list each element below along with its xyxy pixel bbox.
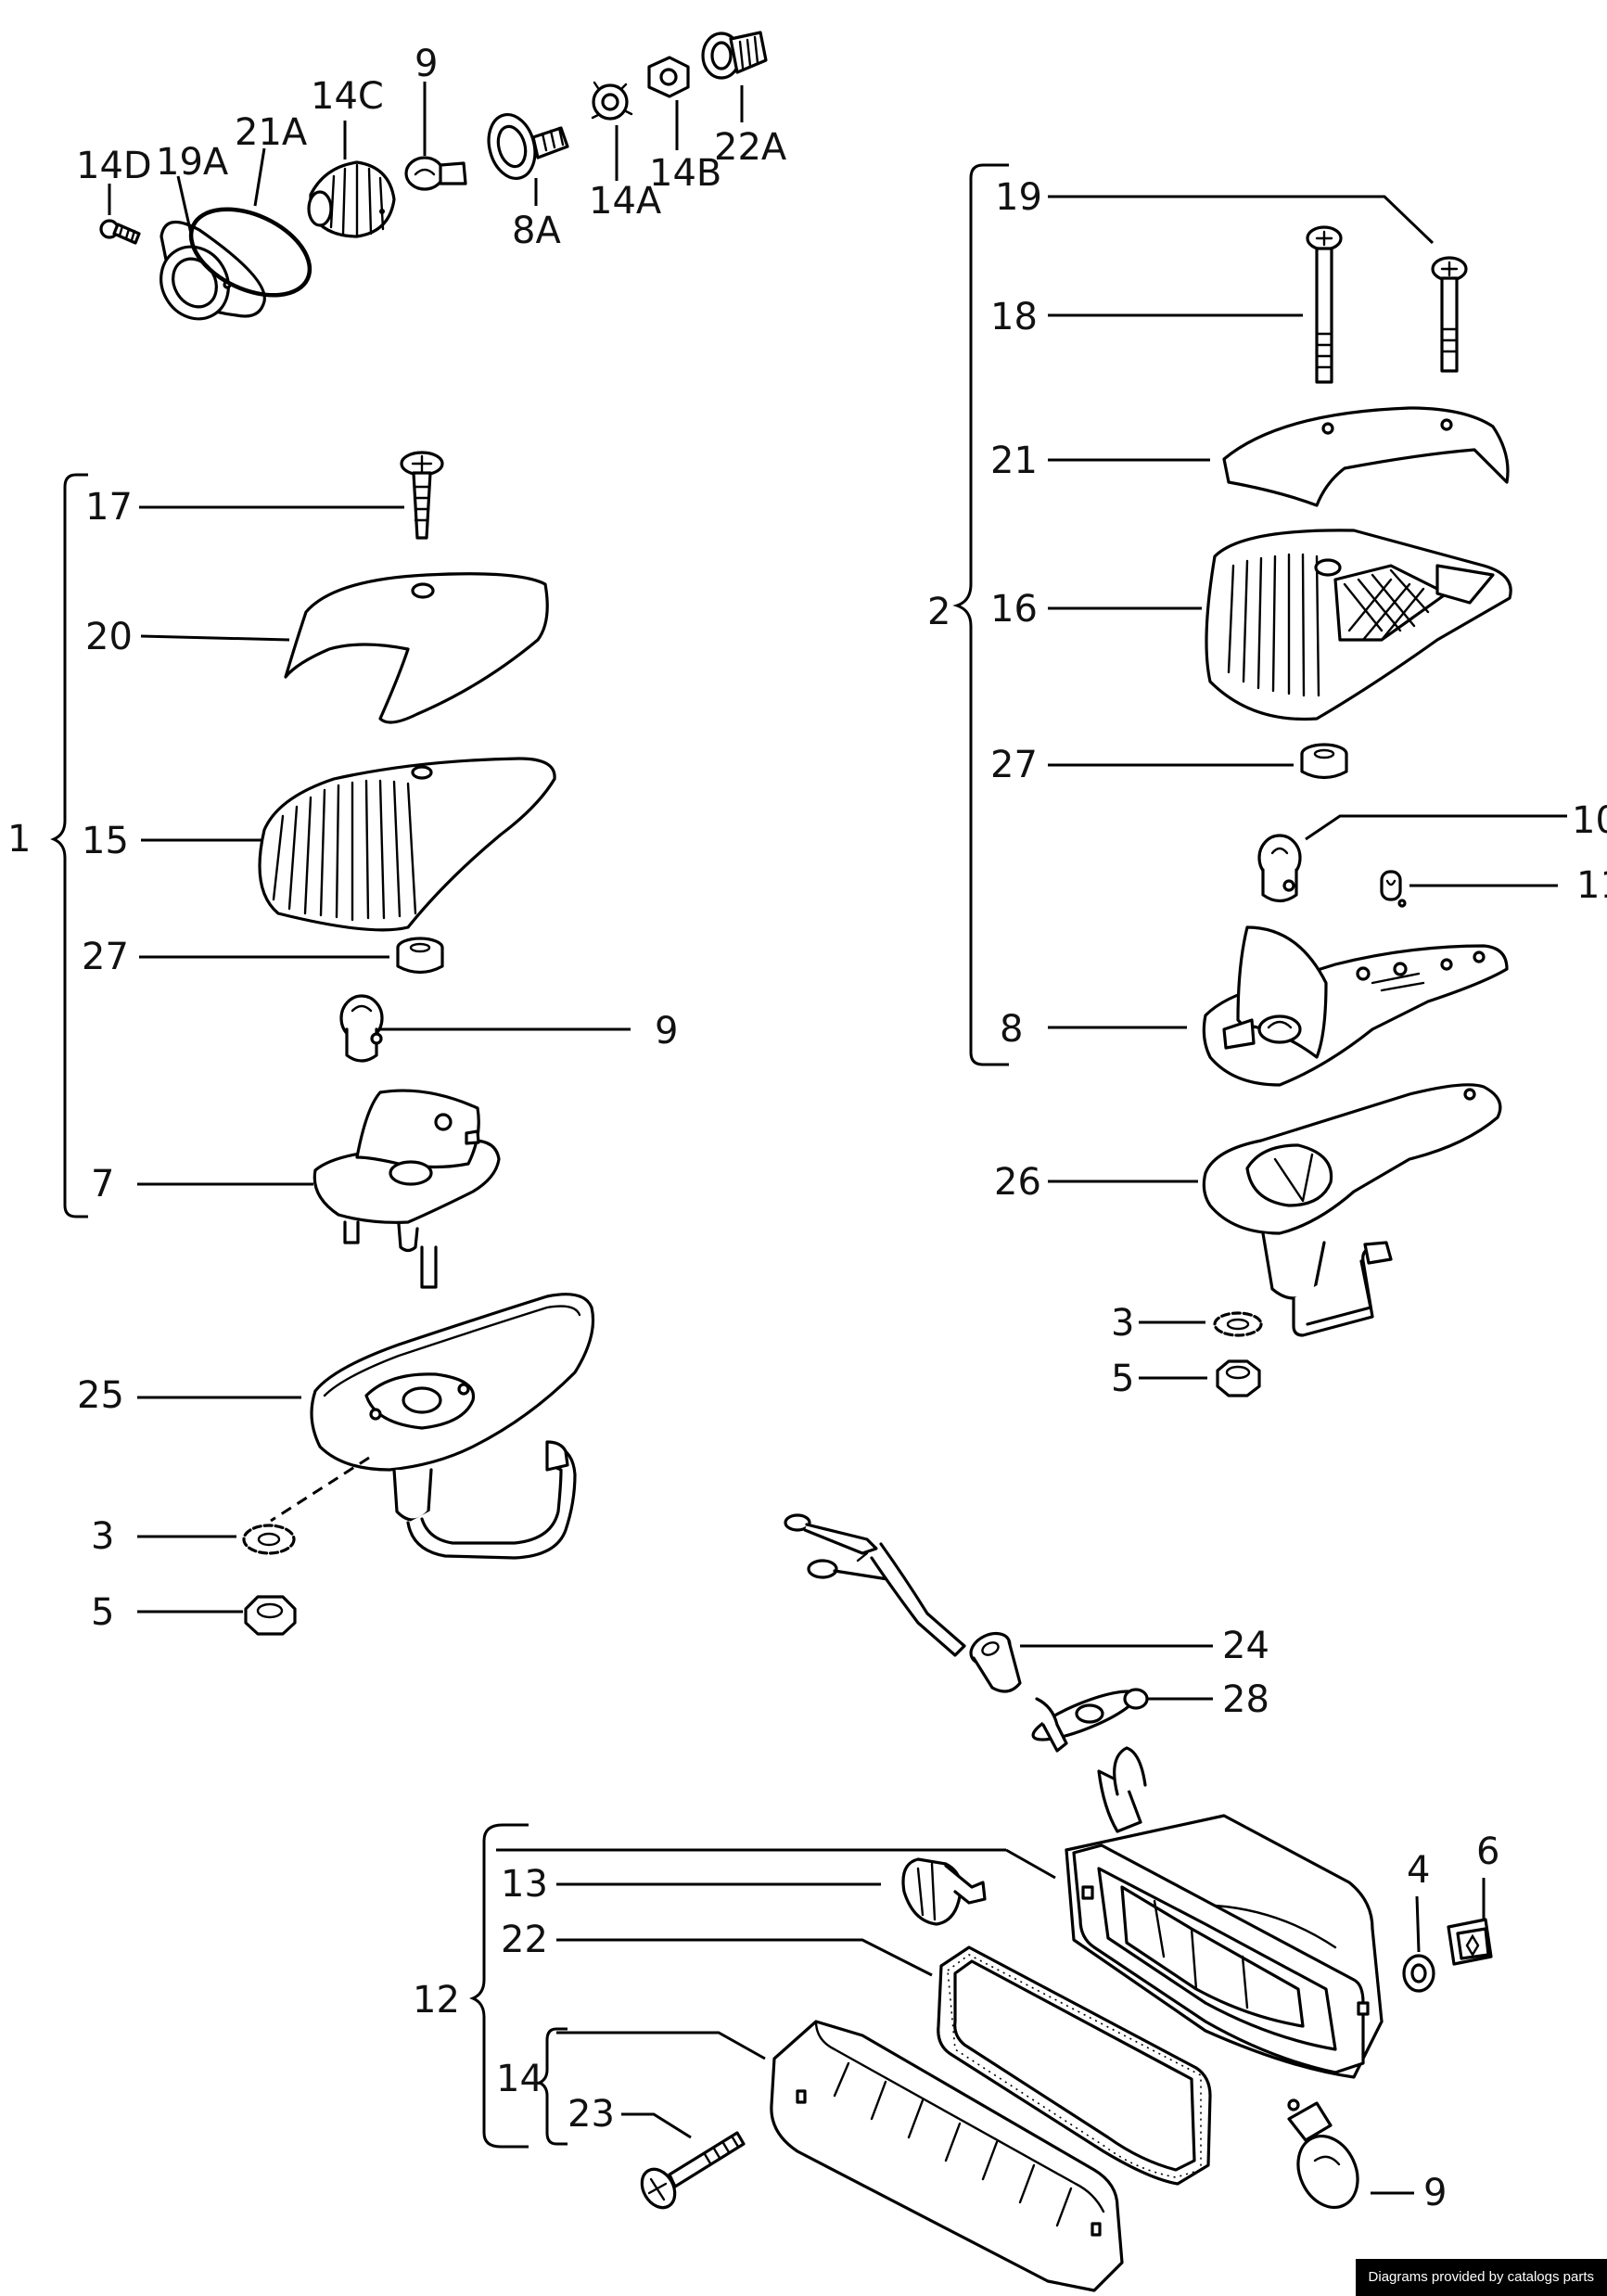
part-8a-socket xyxy=(487,113,569,180)
label-9-top: 9 xyxy=(415,43,438,85)
part-13-clip xyxy=(901,1857,987,1926)
label-5-left: 5 xyxy=(91,1591,114,1634)
part-9-small-bulb xyxy=(404,156,467,191)
label-3-right: 3 xyxy=(1111,1302,1134,1345)
part-5-nut-right xyxy=(1216,1359,1261,1397)
part-10-bulb xyxy=(1257,834,1302,903)
left-lamp-parts xyxy=(242,451,595,1636)
right-lamp-parts xyxy=(1202,225,1512,1397)
part-3-lockwasher-left xyxy=(242,1524,296,1555)
part-14-lens xyxy=(770,2020,1124,2292)
bottom-lamp-parts xyxy=(640,1513,1493,2292)
part-27-grommet-left xyxy=(396,937,444,975)
top-small-lamp-group xyxy=(99,31,768,321)
part-16-lens xyxy=(1205,529,1512,721)
label-14: 14 xyxy=(496,2058,543,2100)
part-20-cover xyxy=(284,572,549,724)
label-3-left: 3 xyxy=(91,1515,114,1558)
label-17: 17 xyxy=(85,486,133,529)
part-12-housing xyxy=(1065,1746,1384,2079)
part-14a-lockwasher xyxy=(591,81,633,121)
label-23: 23 xyxy=(568,2093,615,2136)
label-22a: 22A xyxy=(714,126,787,169)
part-19a-housing xyxy=(159,221,266,321)
label-16: 16 xyxy=(990,588,1038,631)
part-3-lockwasher-right xyxy=(1213,1311,1263,1337)
part-22a-grommet xyxy=(701,31,768,80)
part-7-lamp-holder xyxy=(312,1089,501,1289)
part-8-lamp-holder xyxy=(1202,925,1509,1087)
label-10: 10 xyxy=(1572,799,1607,842)
part-18-screw xyxy=(1306,225,1343,384)
label-25: 25 xyxy=(77,1374,124,1417)
part-23-screw xyxy=(640,2131,746,2210)
wire-terminals xyxy=(784,1513,966,1657)
label-19: 19 xyxy=(995,176,1042,219)
label-8: 8 xyxy=(1000,1008,1023,1051)
part-9-bulb-left xyxy=(339,994,384,1063)
label-26: 26 xyxy=(994,1161,1041,1204)
part-25-base xyxy=(310,1293,595,1560)
label-21a: 21A xyxy=(235,111,308,154)
label-27-left: 27 xyxy=(82,936,129,978)
part-27-grommet-right xyxy=(1300,743,1348,780)
label-14b: 14B xyxy=(649,152,721,195)
label-7: 7 xyxy=(91,1163,114,1205)
label-24: 24 xyxy=(1222,1625,1269,1667)
part-9-bulb-bottom xyxy=(1287,2098,1359,2210)
label-14d: 14D xyxy=(76,145,152,187)
label-18: 18 xyxy=(990,296,1038,338)
footer-credit: Diagrams provided by catalogs parts xyxy=(1355,2259,1607,2296)
part-6-clip xyxy=(1447,1918,1493,1966)
label-4: 4 xyxy=(1407,1849,1430,1892)
label-9-bottom: 9 xyxy=(1423,2172,1447,2214)
label-1: 1 xyxy=(7,818,31,861)
label-6: 6 xyxy=(1476,1830,1499,1873)
part-14d-screw xyxy=(99,219,141,245)
part-15-lens xyxy=(258,757,556,932)
label-28: 28 xyxy=(1222,1678,1269,1721)
label-27-right: 27 xyxy=(990,744,1038,786)
label-14a: 14A xyxy=(589,180,662,223)
label-21: 21 xyxy=(990,440,1038,482)
part-11-bulb xyxy=(1380,870,1407,908)
part-22-gasket xyxy=(937,1945,1212,2186)
label-8a: 8A xyxy=(512,210,561,252)
part-14c-lens xyxy=(307,160,396,238)
label-12: 12 xyxy=(413,1979,460,2022)
label-2: 2 xyxy=(927,591,950,633)
part-19-screw xyxy=(1431,256,1468,373)
part-4-washer xyxy=(1402,1954,1435,1993)
label-19a: 19A xyxy=(156,141,229,184)
label-22: 22 xyxy=(501,1919,548,1961)
part-26-base xyxy=(1202,1083,1502,1337)
part-17-screw xyxy=(400,451,444,540)
part-14b-nut xyxy=(647,56,690,98)
part-28-grommet xyxy=(1031,1688,1149,1753)
part-21a-gasket xyxy=(188,207,312,298)
label-14c: 14C xyxy=(311,75,384,118)
part-24-bushing xyxy=(969,1631,1022,1693)
label-13: 13 xyxy=(501,1863,548,1906)
label-9-left: 9 xyxy=(655,1010,678,1052)
label-11: 11 xyxy=(1576,864,1607,907)
label-5-right: 5 xyxy=(1111,1358,1134,1400)
label-20: 20 xyxy=(85,616,133,658)
part-5-nut-left xyxy=(244,1595,297,1636)
label-15: 15 xyxy=(82,820,129,862)
part-21-cover xyxy=(1222,406,1510,507)
